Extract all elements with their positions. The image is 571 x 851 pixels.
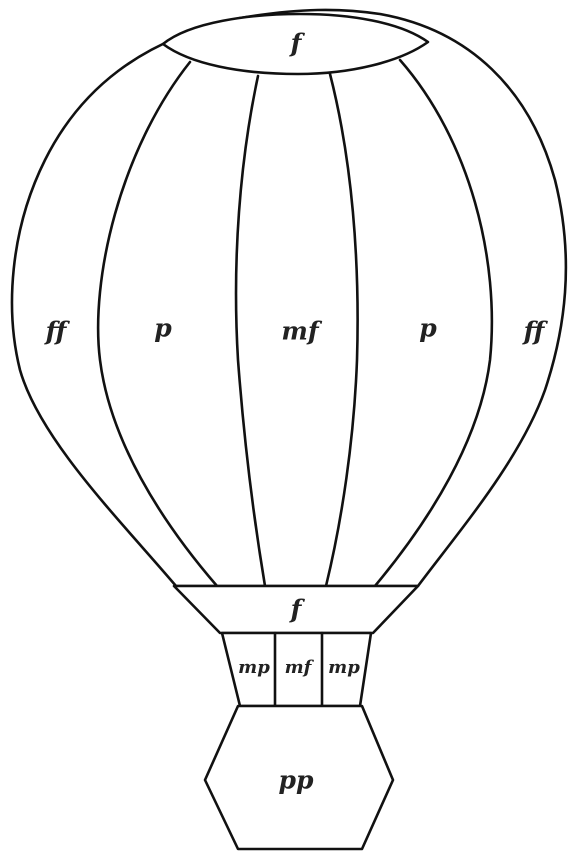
band-label: f xyxy=(289,595,306,624)
panel-label-left-outer: ff xyxy=(44,317,71,346)
basket-label: pp xyxy=(279,766,314,795)
seam-left-inner xyxy=(234,74,267,588)
basket xyxy=(203,704,395,851)
rope-label-right: mp xyxy=(328,657,360,678)
balloon-crown xyxy=(161,12,430,76)
panel-label-left-inner: p xyxy=(154,314,172,343)
seam-left-outer xyxy=(96,60,219,588)
balloon-band xyxy=(172,584,420,635)
balloon-envelope xyxy=(10,8,568,588)
crown-label: f xyxy=(289,29,306,58)
seam-right-inner xyxy=(324,72,359,588)
panel-label-right-inner: p xyxy=(419,314,437,343)
panel-label-right-outer: ff xyxy=(522,317,549,346)
panel-label-center: mf xyxy=(281,317,322,346)
rope-label-left: mp xyxy=(238,657,270,678)
rope-label-center: mf xyxy=(285,657,315,678)
seam-right-outer xyxy=(373,58,494,588)
